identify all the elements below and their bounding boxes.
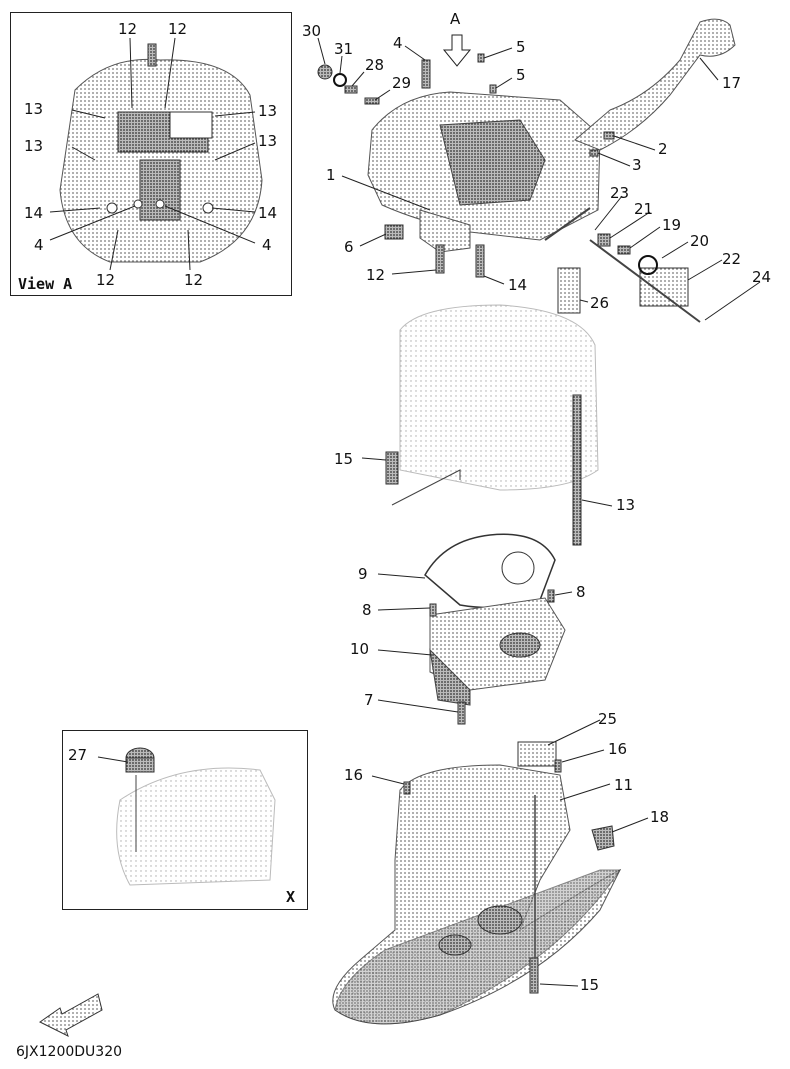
- part-label: 13: [616, 496, 636, 514]
- view-a-label: 13: [258, 102, 278, 120]
- midsection-ghost: [399, 304, 599, 491]
- diagram-code: 6JX1200DU320: [16, 1044, 123, 1060]
- view-a-label: 14: [24, 204, 44, 222]
- part-label: 29: [392, 74, 412, 92]
- view-a-arrow: [442, 34, 472, 67]
- part-label: 9: [358, 565, 368, 583]
- part-label: 15: [580, 976, 600, 994]
- view-a-label: 12: [168, 20, 188, 38]
- part-label: 30: [302, 22, 322, 40]
- part-label: 1: [326, 166, 336, 184]
- part-label: 31: [334, 40, 354, 58]
- view-a-label: 4: [34, 236, 44, 254]
- view-a-label: 12: [184, 271, 204, 289]
- view-a-caption: View A: [18, 275, 73, 293]
- part-label: 7: [364, 691, 374, 709]
- part-label: 16: [344, 766, 364, 784]
- front-arrow: [39, 993, 103, 1037]
- part-label: 21: [634, 200, 654, 218]
- steering-arm: [574, 18, 736, 151]
- view-a-box: [10, 12, 292, 296]
- part-label: 10: [350, 640, 370, 658]
- part-label: 24: [752, 268, 772, 286]
- part-label: 8: [576, 583, 586, 601]
- part-label: 5: [516, 38, 526, 56]
- part-label: 23: [610, 184, 630, 202]
- view-a-label: 13: [24, 100, 44, 118]
- part-label: 3: [632, 156, 642, 174]
- part-label: 8: [362, 601, 372, 619]
- view-a-label: 14: [258, 204, 278, 222]
- view-a-label: 12: [96, 271, 116, 289]
- part-label: 19: [662, 216, 682, 234]
- detail-x-drawing: [97, 747, 276, 886]
- detail-x-box: [62, 730, 308, 910]
- part-label: 18: [650, 808, 670, 826]
- part-label: 5: [516, 66, 526, 84]
- exhaust-plate: [429, 597, 566, 691]
- detail-x-part-label: 27: [68, 746, 88, 764]
- part-label: 2: [658, 140, 668, 158]
- part-label: 4: [393, 34, 403, 52]
- arrow-a-label: A: [450, 10, 461, 28]
- view-a-drawing: [59, 43, 263, 263]
- upper-casing: [367, 91, 601, 253]
- part-label: 17: [722, 74, 742, 92]
- part-label: 20: [690, 232, 710, 250]
- detail-x-caption: X: [286, 888, 296, 906]
- gasket: [424, 533, 556, 609]
- part-label: 12: [366, 266, 386, 284]
- view-a-label: 4: [262, 236, 272, 254]
- part-label: 14: [508, 276, 528, 294]
- part-label: 11: [614, 776, 634, 794]
- part-label: 25: [598, 710, 618, 728]
- part-label: 26: [590, 294, 610, 312]
- view-a-label: 12: [118, 20, 138, 38]
- part-label: 15: [334, 450, 354, 468]
- part-label: 16: [608, 740, 628, 758]
- part-label: 22: [722, 250, 742, 268]
- part-label: 6: [344, 238, 354, 256]
- view-a-label: 13: [24, 137, 44, 155]
- part-label: 28: [365, 56, 385, 74]
- view-a-label: 13: [258, 132, 278, 150]
